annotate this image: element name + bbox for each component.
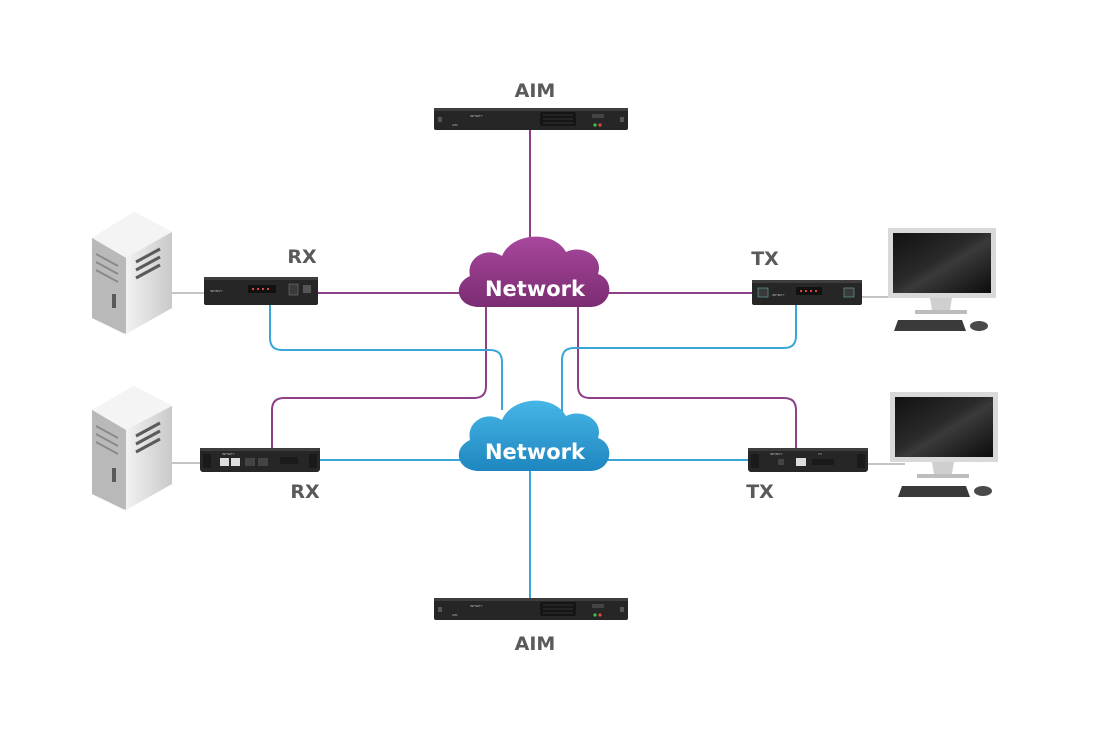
rx-bottom-brand: INFINITY bbox=[222, 452, 235, 456]
rx-unit-top: INFINITY RX bbox=[204, 246, 318, 305]
network-label-blue: Network bbox=[485, 440, 586, 464]
link-purple-network-to-tx-bottom bbox=[577, 305, 797, 448]
network-label-purple: Network bbox=[485, 277, 586, 301]
server-tower-top bbox=[92, 212, 172, 334]
rx-label-top: RX bbox=[287, 246, 317, 268]
server-tower-bottom bbox=[92, 386, 172, 510]
rx-unit-bottom: INFINITY RX bbox=[200, 448, 320, 503]
tx-bottom-badge: TX bbox=[817, 452, 822, 456]
aim-server-bottom: INFINITY AIM AIM bbox=[434, 598, 628, 655]
tx-unit-top: INFINITY TX bbox=[751, 248, 862, 305]
mouse-top bbox=[970, 321, 988, 331]
aim-bottom-brand: INFINITY bbox=[470, 604, 483, 608]
mouse-bottom bbox=[974, 486, 992, 496]
aim-label-top: AIM bbox=[515, 80, 556, 102]
tx-unit-bottom: INFINITY TX TX bbox=[746, 448, 868, 503]
link-purple-network-to-rx-bottom bbox=[271, 305, 487, 450]
network-cloud-blue: Network bbox=[458, 400, 610, 471]
keyboard-top bbox=[894, 320, 966, 331]
rx-label-bottom: RX bbox=[290, 481, 320, 503]
workstation-bottom bbox=[890, 392, 998, 497]
aim-label-bottom: AIM bbox=[515, 633, 556, 655]
aim-top-brand: INFINITY bbox=[470, 114, 483, 118]
tx-label-top: TX bbox=[751, 248, 779, 270]
link-tx-top-to-blue-network bbox=[561, 305, 797, 412]
aim-top-model: AIM bbox=[452, 123, 458, 127]
blue-links bbox=[269, 305, 797, 598]
tx-bottom-brand: INFINITY bbox=[770, 452, 783, 456]
network-cloud-purple: Network bbox=[458, 236, 610, 307]
purple-links bbox=[271, 130, 797, 450]
tx-top-brand: INFINITY bbox=[772, 293, 785, 297]
aim-bottom-model: AIM bbox=[452, 613, 458, 617]
aim-server-top: INFINITY AIM AIM bbox=[434, 80, 628, 130]
tx-label-bottom: TX bbox=[746, 481, 774, 503]
link-rx-top-to-blue-network bbox=[269, 305, 503, 410]
rx-top-brand: INFINITY bbox=[210, 289, 223, 293]
workstation-top bbox=[888, 228, 996, 331]
keyboard-bottom bbox=[898, 486, 970, 497]
